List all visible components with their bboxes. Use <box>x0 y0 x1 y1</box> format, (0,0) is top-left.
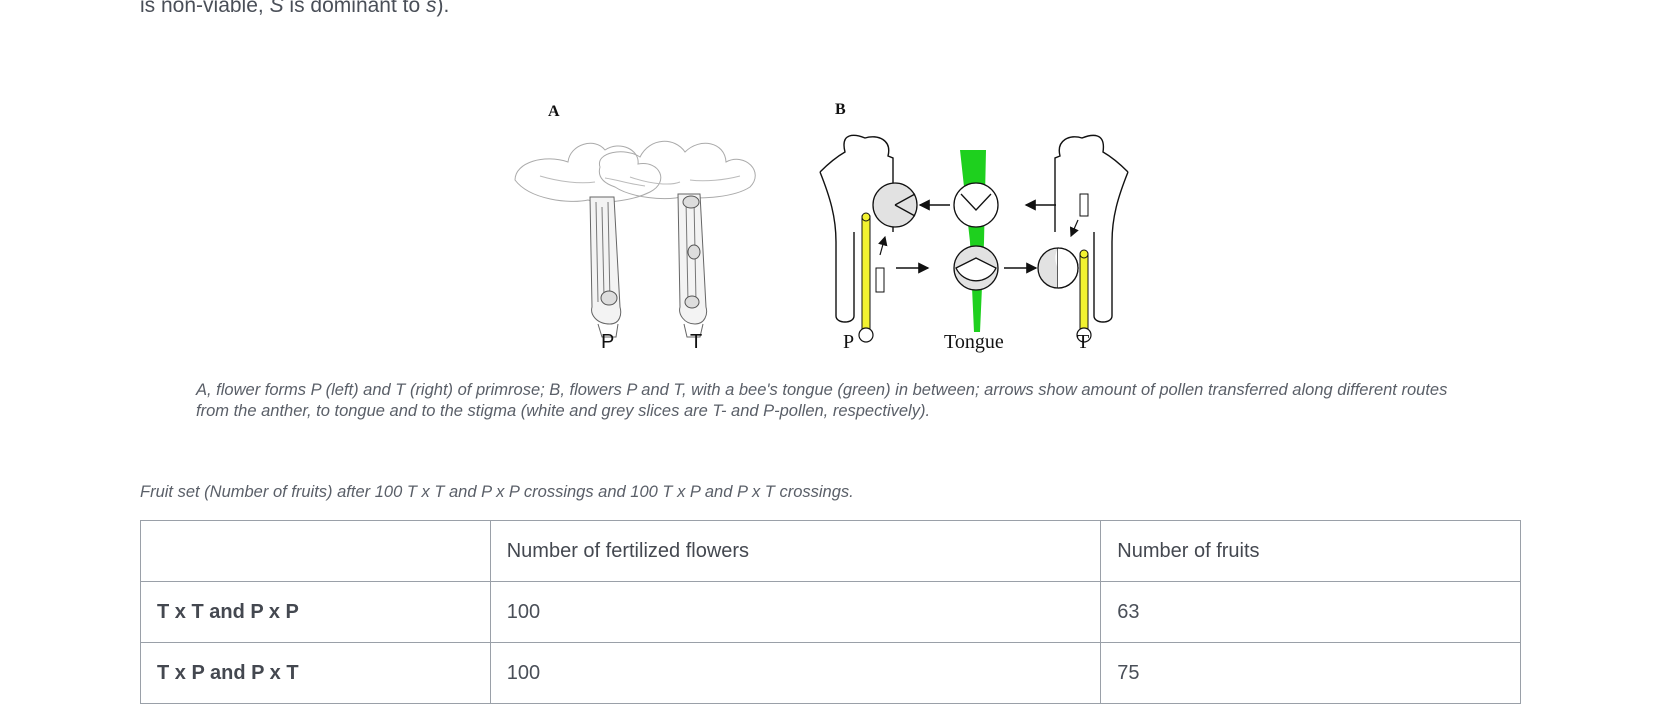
flower-p-outline <box>819 134 894 323</box>
tongue-pollen-upper <box>953 182 999 228</box>
tongue-pollen-upper-slice <box>960 193 992 211</box>
table-header-empty <box>140 520 491 582</box>
flower-t-outline <box>1054 134 1129 323</box>
panel-b-label-tongue: Tongue <box>944 331 1004 353</box>
figure-svg: A P T B <box>514 101 1129 353</box>
intro-suffix: ). <box>436 0 450 17</box>
ovary-t <box>1076 327 1092 343</box>
stigma-t-top <box>1079 249 1089 259</box>
intro-middle: is dominant to <box>283 0 426 17</box>
ovary-p <box>858 327 874 343</box>
table-caption: Fruit set (Number of fruits) after 100 T… <box>140 483 854 501</box>
anther-p <box>875 267 885 293</box>
allele-recessive: s <box>426 0 437 17</box>
figure-caption: A, flower forms P (left) and T (right) o… <box>196 381 1448 420</box>
arrow-anther-to-stigma-t <box>1069 219 1079 238</box>
style-t <box>1079 253 1089 331</box>
allele-dominant: S <box>269 0 284 17</box>
flower-p-illustration <box>514 142 662 338</box>
tongue-pollen-lower-slice <box>955 257 997 282</box>
row-label: T x P and P x T <box>140 642 491 704</box>
table-header-row: Number of fertilized flowers Number of f… <box>140 520 1521 582</box>
panel-b-label: B <box>835 101 846 118</box>
table-row: T x T and P x P 100 63 <box>140 581 1521 643</box>
intro-prefix: is non-viable, <box>140 0 270 17</box>
table-header-fruits: Number of fruits <box>1100 520 1521 582</box>
fruit-set-table: Number of fertilized flowers Number of f… <box>140 520 1521 704</box>
table-header-fertilized: Number of fertilized flowers <box>489 520 1102 582</box>
primrose-figure: A P T B <box>500 92 1160 376</box>
panel-b-label-t: T <box>1077 331 1089 353</box>
anther-t <box>1079 193 1089 217</box>
pollen-p-stigma-slice <box>894 193 916 217</box>
cell-fruits: 63 <box>1100 581 1521 643</box>
style-p <box>861 215 871 332</box>
table-row: T x P and P x T 100 75 <box>140 642 1521 704</box>
flower-t-label: T <box>690 331 702 353</box>
stigma-p-top <box>861 212 871 222</box>
flower-p-label: P <box>601 331 614 353</box>
panel-a-label: A <box>548 103 560 120</box>
row-label: T x T and P x P <box>140 581 491 643</box>
intro-text: is non-viable, S is dominant to s). <box>140 0 449 18</box>
arrow-anther-to-stigma-p <box>878 235 888 256</box>
cell-fertilized: 100 <box>489 642 1102 704</box>
bee-tongue <box>960 150 986 332</box>
cell-fruits: 75 <box>1100 642 1521 704</box>
cell-fertilized: 100 <box>489 581 1102 643</box>
flower-t-illustration <box>598 140 756 338</box>
panel-b-label-p: P <box>843 331 854 353</box>
